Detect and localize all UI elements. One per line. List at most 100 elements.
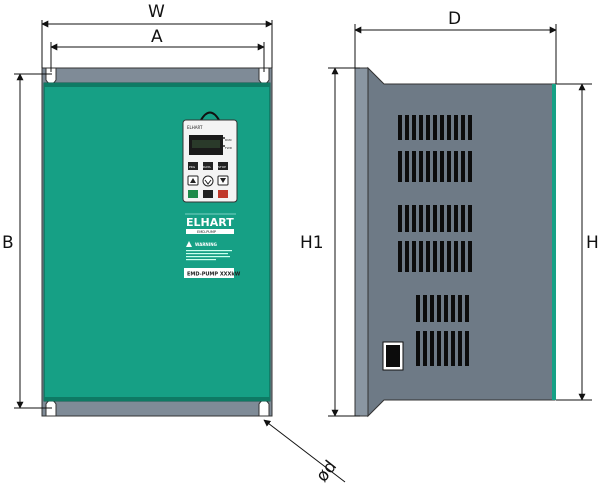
front-view: ELHART RUN FWD PRG DATA STOP [41,67,273,417]
vent-slot [458,331,462,366]
vent-slot [416,295,420,322]
key-label-prg: PRG [189,165,196,169]
down-arrow-icon [220,178,226,183]
vent-slot [468,205,472,232]
vent-slot [426,241,430,272]
model-plate: EMD-PUMP XXXkW [184,268,241,278]
side-mounting-flange [354,67,369,417]
vent-slot [433,205,437,232]
brand-block: ELHART EMD-PUMP [185,213,236,234]
led-label-run: RUN [225,138,232,142]
vent-slot [461,205,465,232]
vent-slot [398,241,402,272]
top-mounting-slots [45,67,270,85]
vent-slot [461,241,465,272]
brand-logo: ELHART [186,216,234,229]
led-label-fwd: FWD [225,146,233,150]
vent-slot [426,151,430,182]
side-view [354,66,556,418]
dimension-w: W [41,2,273,68]
vent-slot [433,115,437,140]
model-badge: EMD-PUMP [197,230,216,234]
vent-slot [458,295,462,322]
vent-slot [454,205,458,232]
vent-slot [405,205,409,232]
vent-slot [405,115,409,140]
keypad-handle [200,111,220,121]
dim-label-d: D [448,9,461,29]
vent-slot [416,331,420,366]
vent-slot [440,241,444,272]
vent-slot [444,295,448,322]
knob-icon [202,175,214,187]
dim-label-d-hole: ød [312,457,341,486]
dim-label-a: A [151,27,163,47]
key-label-data: DATA [203,165,212,169]
vent-slot [451,331,455,366]
dim-label-h: H [586,233,599,253]
side-green-edge [552,84,556,400]
key-label-stop: STOP [218,165,226,169]
keypad-logo: ELHART [187,125,203,130]
vent-slot [447,115,451,140]
vent-slot [423,295,427,322]
vent-slot [433,241,437,272]
vent-slot [447,241,451,272]
vent-slot [451,295,455,322]
vent-slot [465,331,469,366]
warning-title: WARNING [195,242,217,247]
dimension-h: H [556,83,599,401]
vent-slot [412,151,416,182]
vent-slot [468,115,472,140]
vent-slot [405,151,409,182]
vent-slot [468,151,472,182]
vent-slot [419,115,423,140]
vent-slot [426,205,430,232]
dimension-a: A [50,27,265,72]
vent-slot [454,151,458,182]
vent-slot [419,241,423,272]
dimension-b: B [2,73,52,409]
keypad: ELHART RUN FWD PRG DATA STOP [182,119,238,203]
vent-slot [412,241,416,272]
vent-slot [461,151,465,182]
vent-slot [398,115,402,140]
dimension-d: D [354,9,557,84]
vent-slot [437,331,441,366]
vent-slot [412,205,416,232]
vent-slot [447,205,451,232]
vent-slot [412,115,416,140]
side-vents [398,115,472,366]
vent-slot [440,151,444,182]
vent-slot [447,151,451,182]
keypad-buttons: PRG DATA STOP [187,162,229,198]
vent-slot [444,331,448,366]
vent-slot [405,241,409,272]
side-connector [382,341,404,371]
dim-label-h1: H1 [300,233,324,253]
dimension-h1: H1 [300,67,360,417]
vent-slot [398,151,402,182]
vent-slot [454,115,458,140]
vent-slot [440,115,444,140]
vent-slot [465,295,469,322]
vent-slot [398,205,402,232]
vent-slot [423,331,427,366]
vent-slot [437,295,441,322]
vent-slot [461,115,465,140]
vent-slot [419,151,423,182]
vent-slot [419,205,423,232]
vent-slot [430,331,434,366]
vent-slot [426,115,430,140]
vent-slot [440,205,444,232]
up-arrow-icon [190,178,196,183]
svg-text:EMD-PUMP XXXkW: EMD-PUMP XXXkW [187,272,241,278]
vent-slot [433,151,437,182]
dim-label-b: B [2,233,14,253]
vent-slot [430,295,434,322]
vent-slot [454,241,458,272]
dim-label-w: W [148,2,165,22]
dimension-d-hole: ød [263,419,346,486]
